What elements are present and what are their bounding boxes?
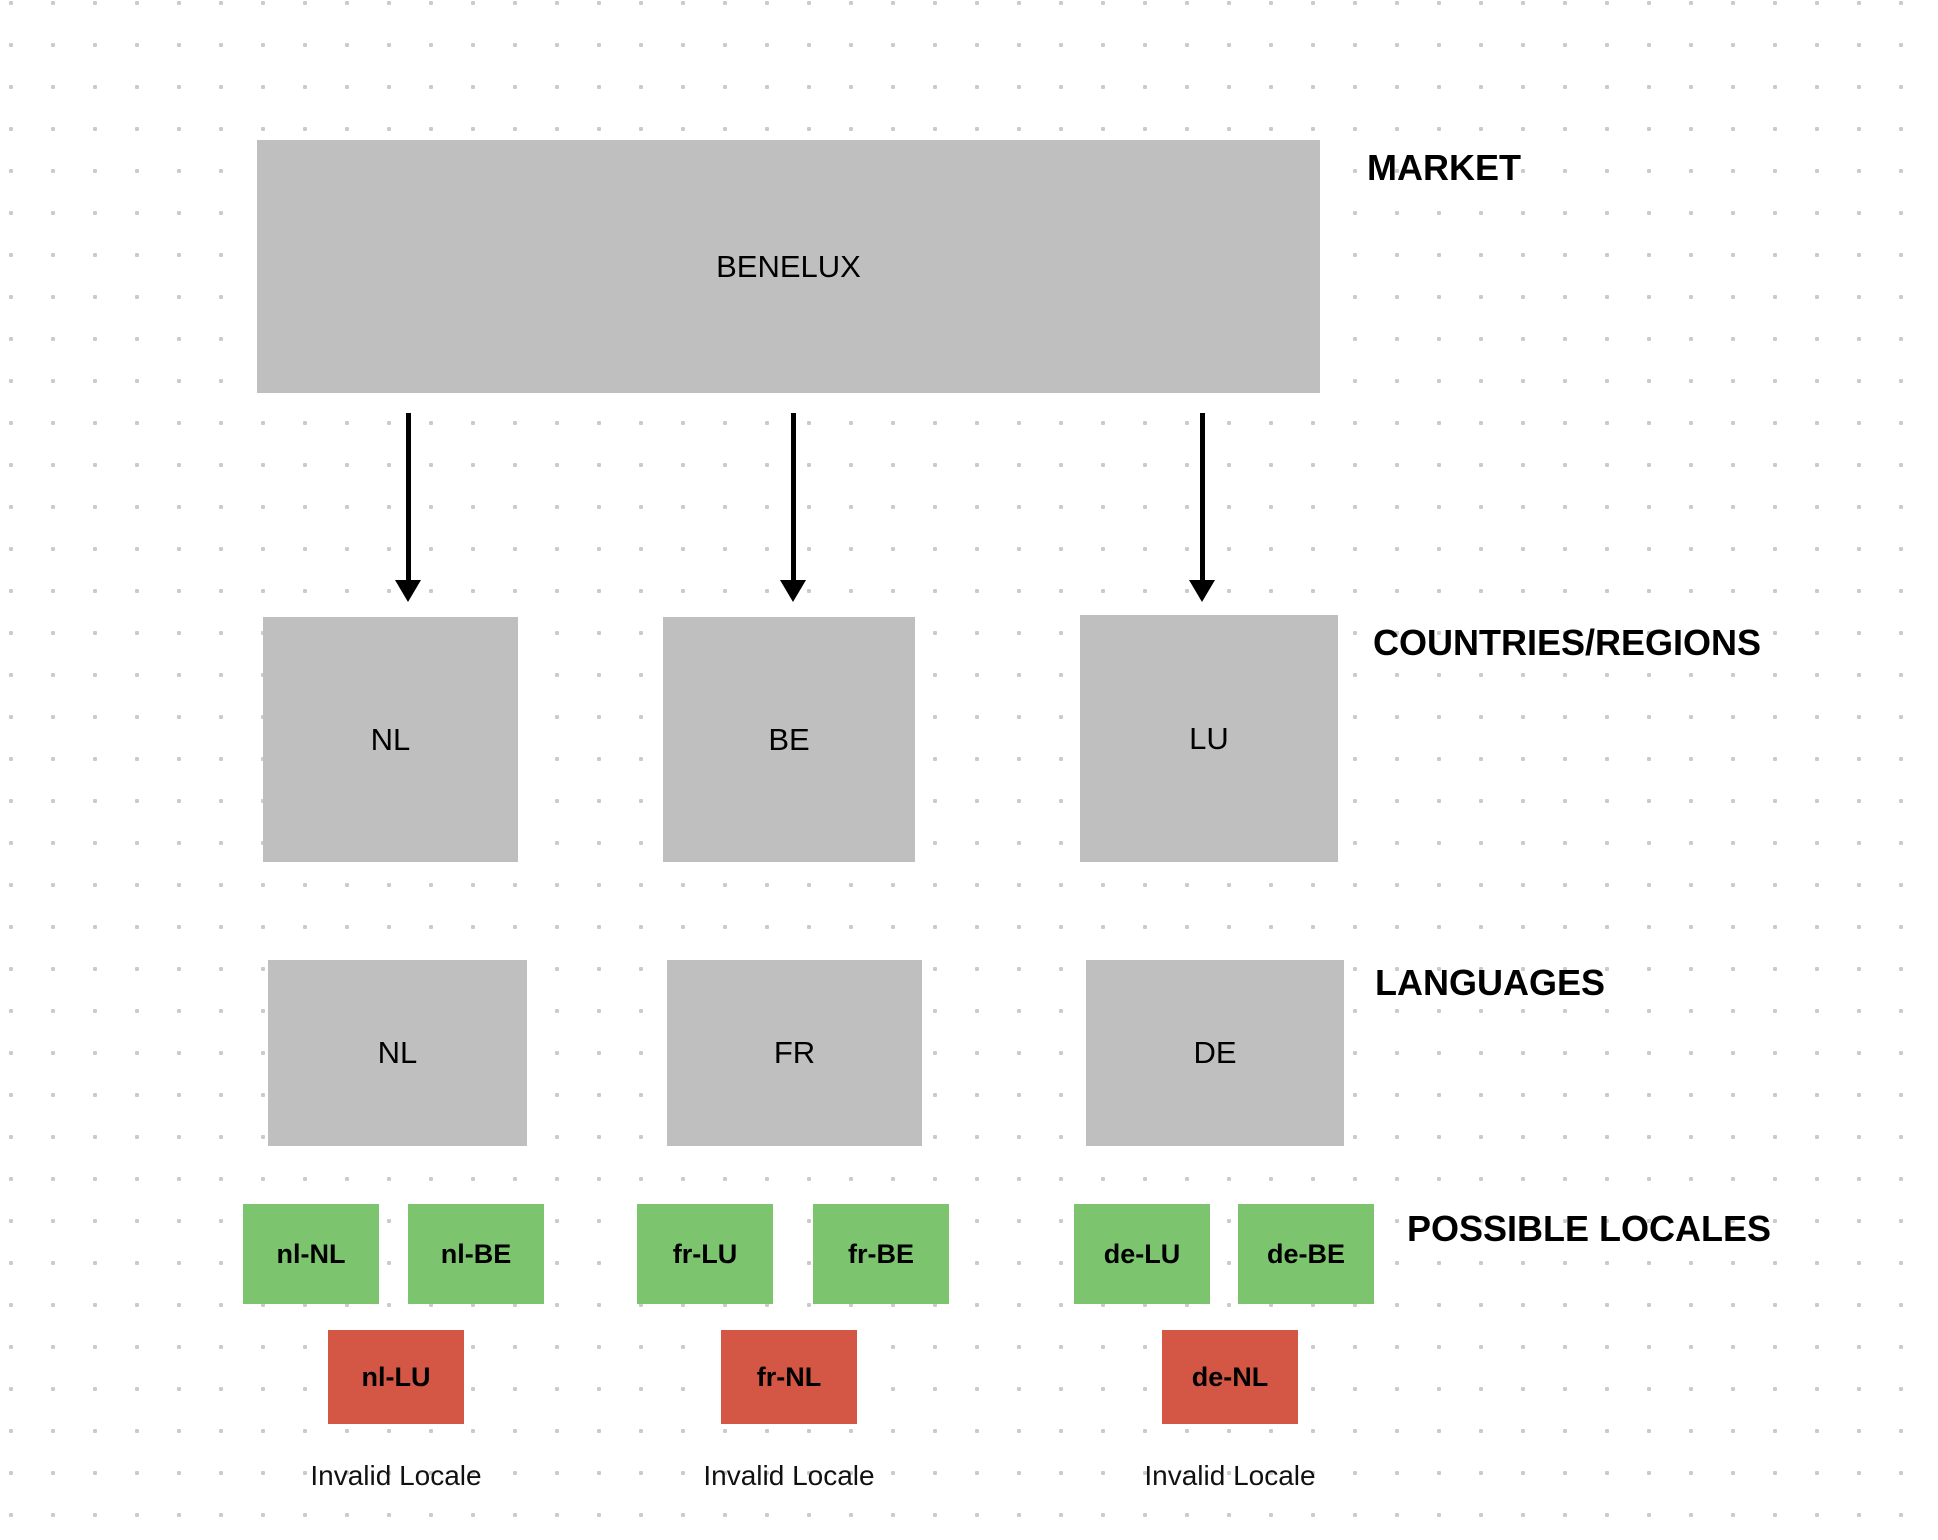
locale-box-fr-be: fr-BE [813, 1204, 949, 1304]
language-box-de: DE [1086, 960, 1344, 1146]
country-box-nl: NL [263, 617, 518, 862]
country-box-be: BE [663, 617, 915, 862]
arrow-line [790, 413, 796, 580]
locale-box-fr-lu: fr-LU [637, 1204, 773, 1304]
invalid-locale-box-de-nl: de-NL [1162, 1330, 1298, 1424]
language-box-nl: NL [268, 960, 527, 1146]
invalid-locale-caption: Invalid Locale [310, 1460, 482, 1491]
arrow-market-to-nl [395, 413, 421, 602]
invalid-locale-caption: Invalid Locale [703, 1460, 875, 1491]
arrow-head-icon [395, 580, 421, 602]
locale-box-nl-nl: nl-NL [243, 1204, 379, 1304]
arrow-market-to-be [780, 413, 806, 602]
language-box-fr: FR [667, 960, 922, 1146]
market-box-benelux: BENELUX [257, 140, 1320, 393]
country-box-lu: LU [1080, 615, 1338, 862]
locale-box-de-be: de-BE [1238, 1204, 1374, 1304]
invalid-locale-caption: Invalid Locale [1144, 1460, 1316, 1491]
row-label-market: MARKET [1367, 147, 1521, 188]
arrow-line [1199, 413, 1205, 580]
row-label-countries-regions: COUNTRIES/REGIONS [1373, 622, 1762, 663]
invalid-locale-box-nl-lu: nl-LU [328, 1330, 464, 1424]
arrow-line [405, 413, 411, 580]
arrow-head-icon [1189, 580, 1215, 602]
row-label-languages: LANGUAGES [1375, 962, 1606, 1003]
locale-box-nl-be: nl-BE [408, 1204, 544, 1304]
invalid-locale-box-fr-nl: fr-NL [721, 1330, 857, 1424]
row-label-possible-locales: POSSIBLE LOCALES [1407, 1208, 1772, 1249]
arrow-head-icon [780, 580, 806, 602]
arrow-market-to-lu [1189, 413, 1215, 602]
locale-box-de-lu: de-LU [1074, 1204, 1210, 1304]
